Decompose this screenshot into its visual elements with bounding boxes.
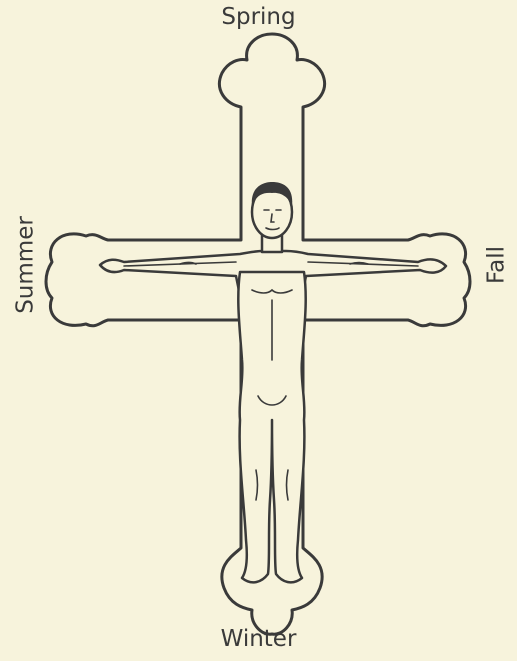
season-label-fall: Fall — [486, 246, 509, 284]
season-label-winter: Winter — [0, 628, 517, 651]
season-label-summer: Summer — [15, 216, 38, 314]
season-label-spring: Spring — [0, 6, 517, 29]
human-figure — [100, 182, 446, 582]
